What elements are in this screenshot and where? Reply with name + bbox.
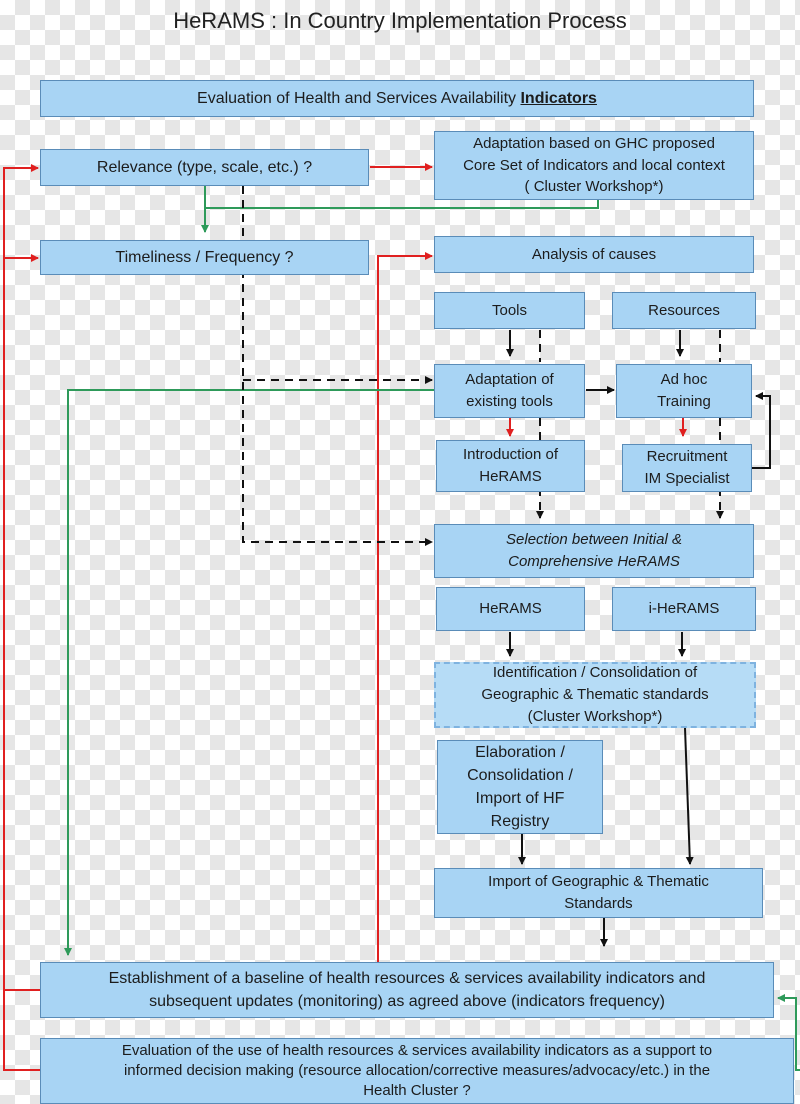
- adaptation-tools-box: Adaptation of existing tools: [434, 364, 585, 418]
- selection-box: Selection between Initial & Comprehensiv…: [434, 524, 754, 578]
- introduction-herams-box: Introduction of HeRAMS: [436, 440, 585, 492]
- import-geo-box: Import of Geographic & Thematic Standard…: [434, 868, 763, 918]
- establishment-box: Establishment of a baseline of health re…: [40, 962, 774, 1018]
- relevance-box: Relevance (type, scale, etc.) ?: [40, 149, 369, 186]
- resources-box: Resources: [612, 292, 756, 329]
- red-feedback-loop: [3, 164, 40, 1071]
- i-herams-box: i-HeRAMS: [612, 587, 756, 631]
- evaluation-indicators-label: Evaluation of Health and Services Availa…: [197, 89, 521, 107]
- page-title: HeRAMS : In Country Implementation Proce…: [173, 8, 627, 33]
- herams-box: HeRAMS: [436, 587, 585, 631]
- green-arrows: [64, 186, 800, 1071]
- solid-arrows: [506, 330, 771, 947]
- tools-box: Tools: [434, 292, 585, 329]
- adhoc-training-box: Ad hoc Training: [616, 364, 752, 418]
- evaluation-use-box: Evaluation of the use of health resource…: [40, 1038, 794, 1104]
- evaluation-indicators-box: Evaluation of Health and Services Availa…: [40, 80, 754, 117]
- recruitment-box: Recruitment IM Specialist: [622, 444, 752, 492]
- elaboration-box: Elaboration / Consolidation / Import of …: [437, 740, 603, 834]
- timeliness-box: Timeliness / Frequency ?: [40, 240, 369, 275]
- adaptation-ghc-box: Adaptation based on GHC proposed Core Se…: [434, 131, 754, 200]
- red-arrow-establishment-analysis: [377, 252, 433, 962]
- identification-box: Identification / Consolidation of Geogra…: [434, 662, 756, 728]
- indicators-emphasis: Indicators: [520, 89, 597, 107]
- analysis-causes-box: Analysis of causes: [434, 236, 754, 273]
